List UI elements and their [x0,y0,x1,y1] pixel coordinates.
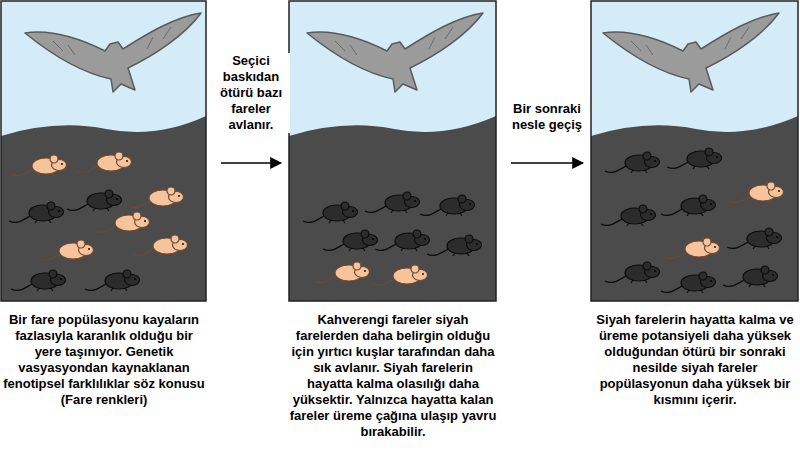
caption-text: Bir fare popülasyonu kayaların fazlasıyl… [1,312,207,408]
arrow-label: Bir sonraki nesle geçiş [508,101,586,133]
panel-scene [1,1,206,301]
process-arrow [511,162,583,164]
scene-panel: Bir fare popülasyonu kayaların fazlasıyl… [1,0,207,412]
arrow-label: Seçici baskıdan ötürü bazı fareler avlan… [212,53,290,133]
scene-panel: Kahverengi fareler siyah farelerden daha… [289,0,497,444]
scene-panel: Siyah farelerin hayatta kalma ve üreme p… [591,0,799,412]
caption-text: Siyah farelerin hayatta kalma ve üreme p… [591,312,799,408]
panel-scene [591,1,798,301]
caption-text: Kahverengi fareler siyah farelerden daha… [289,312,497,440]
panel-scene [289,1,496,301]
process-arrow [221,162,281,164]
